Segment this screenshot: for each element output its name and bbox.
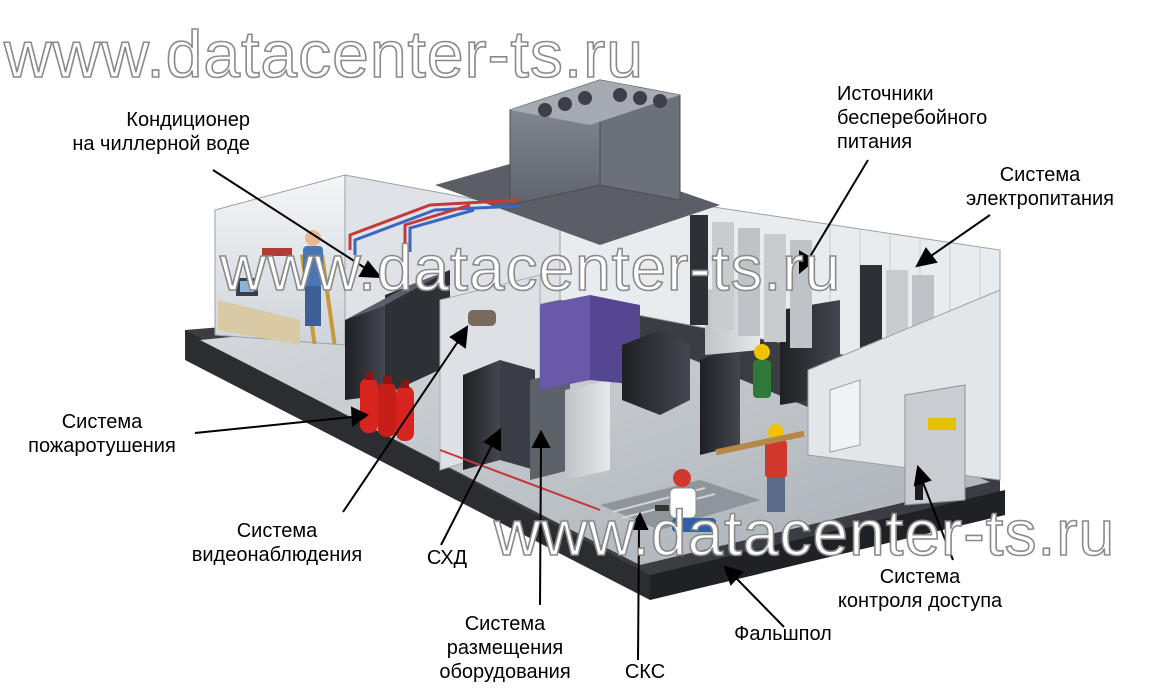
label-cctv: Система видеонаблюдения [191, 520, 363, 566]
worker-helmet-2 [715, 424, 805, 512]
label-ups: Источники бесперебойного питания [837, 83, 988, 153]
cctv-camera [468, 310, 496, 326]
worker-ladder [300, 230, 337, 345]
roof-chiller-units [435, 79, 720, 245]
label-fire: Система пожаротушения [28, 411, 176, 457]
label-storage: СХД [426, 547, 468, 569]
label-raised-floor: Фальшпол [734, 623, 832, 645]
worker-helmet-3 [655, 469, 716, 532]
leader-lines [194, 159, 991, 661]
card-reader [928, 418, 956, 430]
label-cabling: СКС [624, 661, 666, 683]
label-access: Система контроля доступа [837, 566, 1003, 612]
label-power: Система электропитания [965, 164, 1115, 210]
access-control-vestibule [807, 289, 1001, 506]
operator-desk [218, 248, 300, 345]
crac-units [345, 270, 450, 400]
watermark-middle: www.datacenter-ts.ru [219, 231, 842, 305]
watermark-bottom: www.datacenter-ts.ru [493, 496, 1116, 570]
worker-helmet-1 [753, 344, 771, 398]
label-chiller-ac: Кондиционер на чиллерной воде [72, 109, 250, 155]
storage-racks [463, 360, 610, 480]
watermark-top: www.datacenter-ts.ru [3, 16, 644, 92]
label-racks: Система размещения оборудования [439, 613, 571, 683]
fire-suppression-cylinders [360, 372, 414, 441]
chilled-water-pipes [348, 198, 521, 255]
